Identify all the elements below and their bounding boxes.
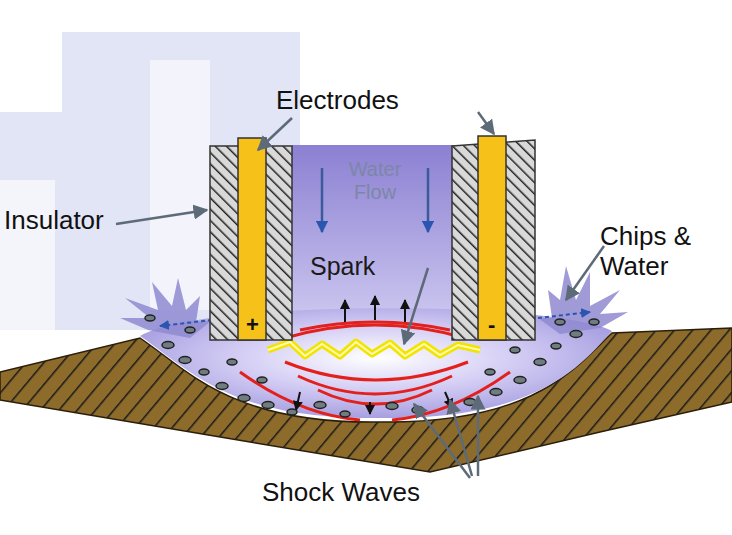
- part-label: Electrodes: [276, 86, 399, 116]
- part-label: Insulator: [4, 206, 104, 236]
- part-label: Chips & Water: [600, 222, 728, 282]
- polarity-sign: +: [246, 312, 259, 337]
- part-label: Spark: [310, 252, 375, 281]
- polarity-sign: -: [488, 312, 495, 337]
- flow-label: Water Flow: [332, 158, 418, 204]
- part-label: Shock Waves: [262, 478, 420, 508]
